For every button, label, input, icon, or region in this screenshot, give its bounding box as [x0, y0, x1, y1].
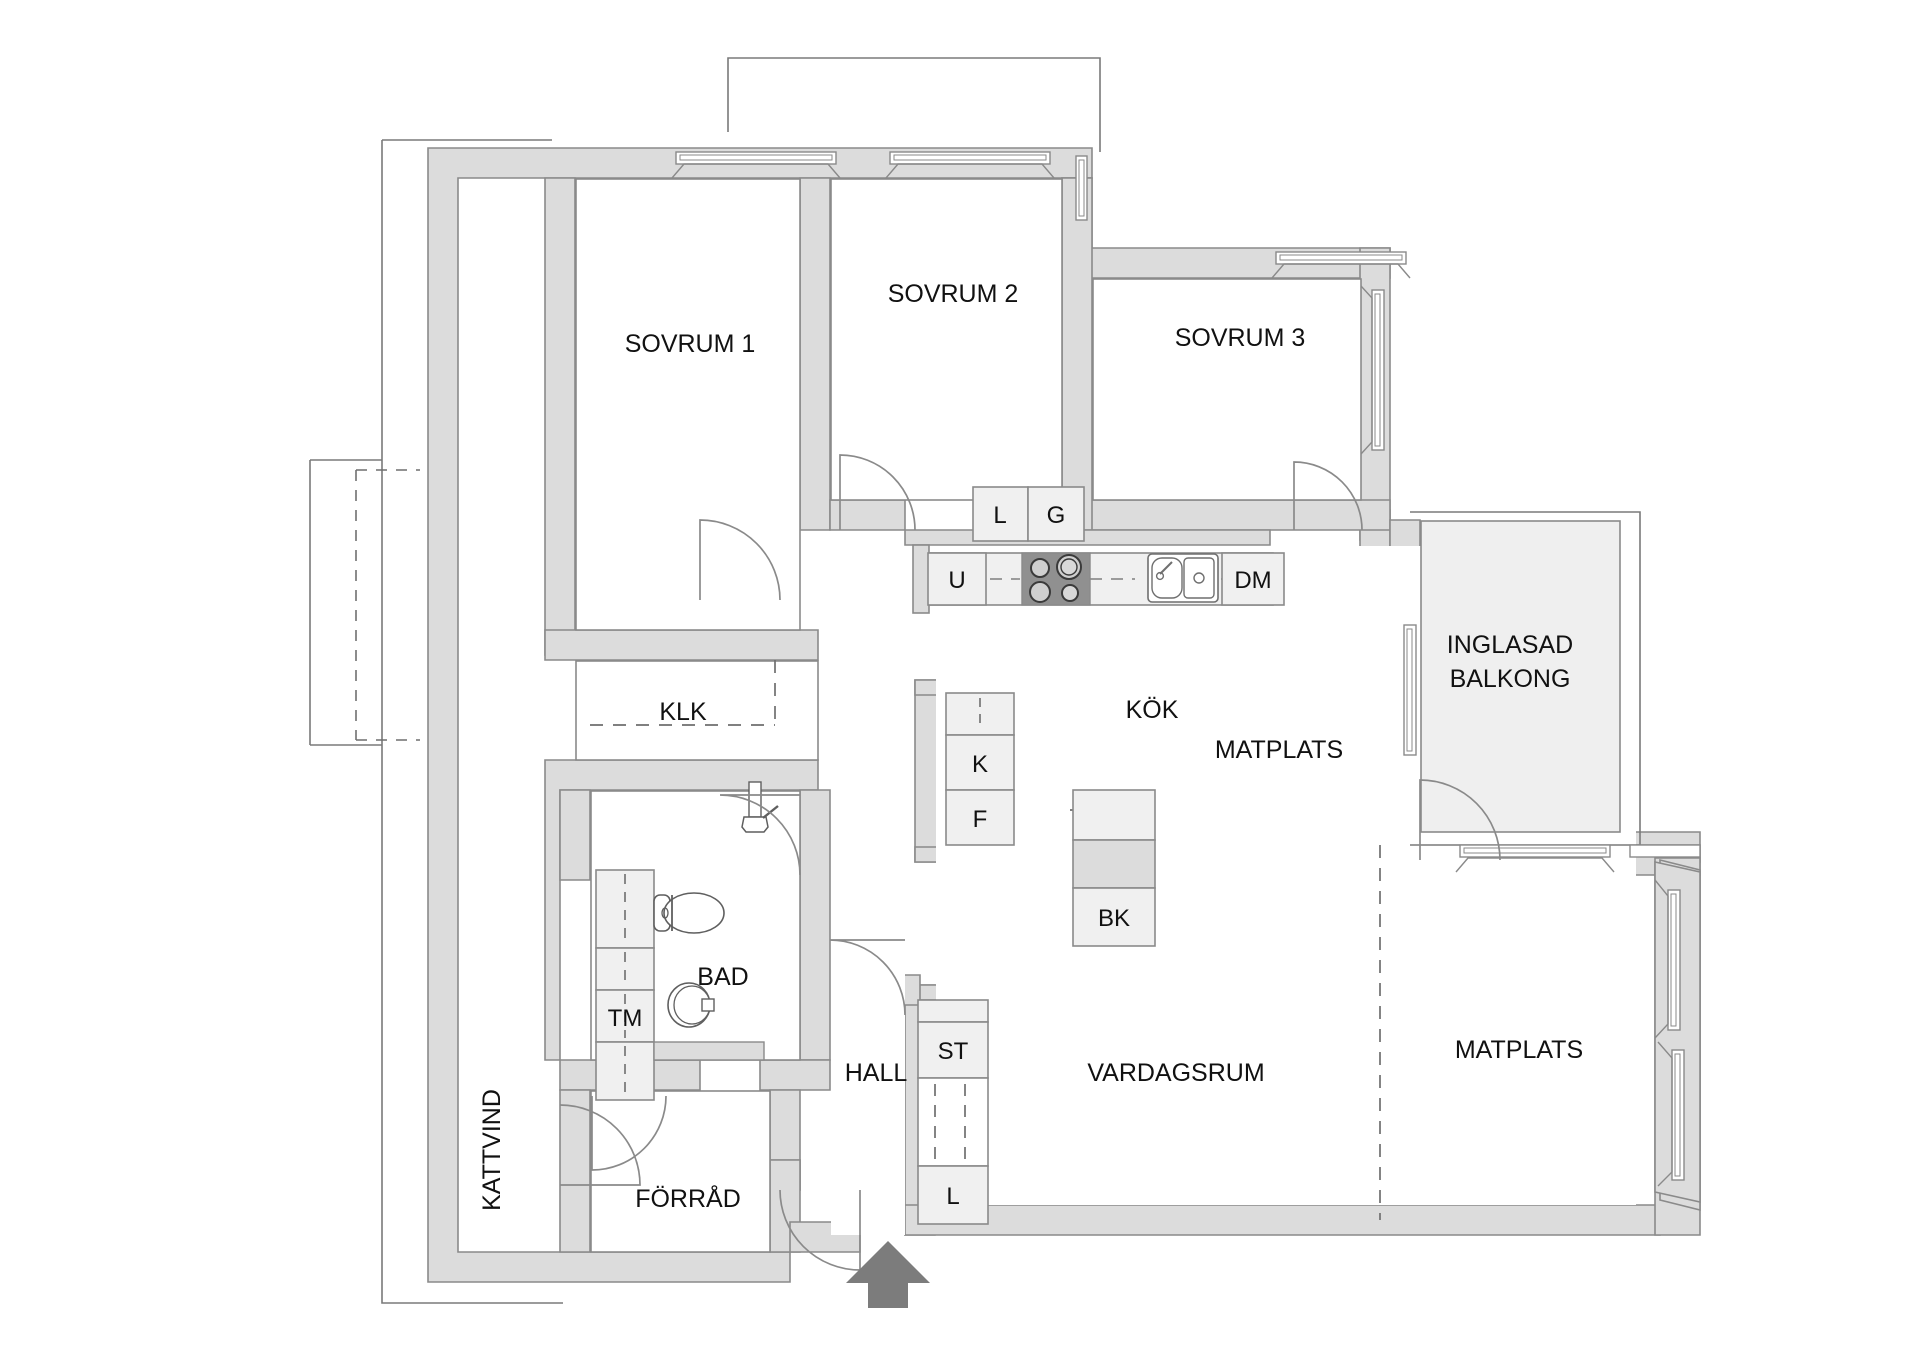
label-storage-ST: ST — [938, 1038, 969, 1065]
label-klk: KLK — [659, 698, 707, 726]
room-labels: SOVRUM 1 SOVRUM 2 SOVRUM 3 KLK KÖK MATPL… — [625, 280, 1583, 1213]
bathroom-fixtures — [595, 781, 779, 1101]
cabinet-G-box — [1027, 486, 1085, 542]
fridge-freezer-column — [945, 692, 1015, 846]
label-cabinet-G: G — [1047, 502, 1066, 529]
window-sovrum3-right — [1360, 285, 1385, 455]
entrance-arrow-icon — [846, 1241, 930, 1308]
door-arc-balcony — [1419, 779, 1501, 861]
label-bad: BAD — [697, 963, 748, 991]
label-freezer-F: F — [973, 806, 988, 833]
hall-closet-column — [917, 999, 989, 1225]
kitchen-counter-run — [912, 544, 1285, 614]
wash-basin-icon — [667, 982, 715, 1028]
label-matplats-kok: MATPLATS — [1215, 736, 1343, 764]
window-sovrum1 — [671, 151, 841, 179]
label-balkong-line1: INGLASAD — [1447, 631, 1573, 659]
label-forrad: FÖRRÅD — [635, 1183, 741, 1213]
hidden-attic-dashes — [355, 469, 420, 741]
label-sovrum-1: SOVRUM 1 — [625, 330, 756, 358]
label-dishwasher: DM — [1234, 567, 1271, 594]
door-arc-sovrum1 — [699, 519, 781, 601]
window-balcony-left — [1403, 624, 1417, 756]
label-hall: HALL — [845, 1059, 908, 1087]
label-matplats-vardagsrum: MATPLATS — [1455, 1036, 1583, 1064]
door-arc-sovrum2 — [839, 454, 916, 531]
cabinet-L-box — [972, 486, 1029, 542]
pantry-bk-column — [1072, 789, 1156, 947]
oven-box — [927, 552, 987, 606]
window-balcony-bottom — [1455, 844, 1701, 873]
upper-cabinets — [972, 486, 1085, 542]
freezer-box — [945, 789, 1015, 846]
door-arc-bad — [829, 939, 906, 1016]
closet-l-box — [917, 1165, 989, 1225]
label-closet-L: L — [946, 1183, 959, 1210]
kitchen-sink-icon — [1147, 553, 1219, 603]
door-arc-sovrum3 — [1293, 461, 1363, 531]
label-washer-TM: TM — [608, 1005, 643, 1032]
label-balkong-line2: BALKONG — [1450, 665, 1571, 693]
label-fridge-K: K — [972, 751, 988, 778]
label-sovrum-2: SOVRUM 2 — [888, 280, 1019, 308]
door-swings — [559, 454, 1501, 1271]
door-arc-forrad — [559, 1104, 641, 1186]
inglasad-balkong-area — [1410, 511, 1641, 846]
window-sovrum2 — [885, 151, 1055, 179]
bk-box — [1072, 887, 1156, 947]
window-sovrum3-top — [1271, 251, 1411, 279]
forrad-door — [591, 1095, 667, 1171]
label-vardagsrum: VARDAGSRUM — [1087, 1059, 1264, 1087]
vertical-labels: KATTVIND — [478, 1089, 506, 1211]
stove-hob-icon — [1021, 552, 1091, 606]
door-arc-klk-bad — [719, 794, 801, 876]
label-kattvind: KATTVIND — [478, 1089, 506, 1211]
label-oven-U: U — [948, 567, 965, 594]
windows — [671, 151, 1701, 1187]
label-sovrum-3: SOVRUM 3 — [1175, 324, 1306, 352]
toilet-icon — [653, 892, 725, 934]
fixture-labels: L G U DM K F BK TM ST L — [608, 502, 1272, 1210]
dishwasher-box — [1221, 552, 1285, 606]
roof-slope-outline — [727, 57, 1101, 152]
label-cabinet-L: L — [993, 502, 1006, 529]
label-kok: KÖK — [1126, 696, 1179, 724]
fridge-box — [945, 734, 1015, 791]
door-arc-entry — [779, 1189, 861, 1271]
label-pantry-BK: BK — [1098, 905, 1130, 932]
window-corner-right — [1075, 155, 1088, 221]
attic-outline — [309, 139, 563, 1304]
window-bay-right — [1654, 879, 1685, 1187]
